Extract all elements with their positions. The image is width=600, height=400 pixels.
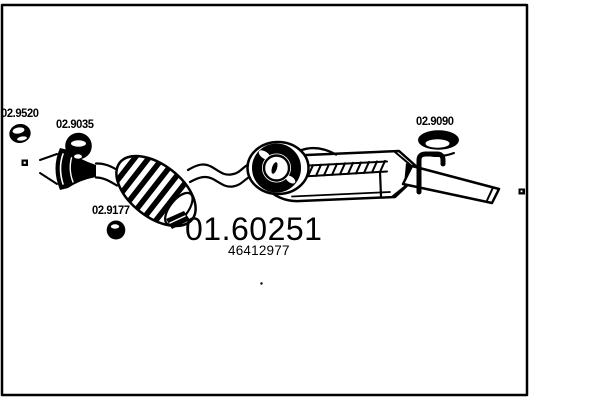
rear-mount-square-icon bbox=[518, 188, 525, 195]
label-oe-number: 46412977 bbox=[228, 243, 290, 258]
rubber-ring-rear-icon bbox=[418, 130, 459, 157]
loop-pipe-icon bbox=[246, 140, 310, 196]
rubber-ring-front-icon bbox=[65, 132, 92, 160]
front-gasket-square-icon bbox=[21, 159, 28, 166]
catalyst-outlet-stub-icon bbox=[166, 211, 190, 229]
tailpipe-icon bbox=[401, 164, 501, 205]
intermediate-pipe-icon bbox=[186, 161, 256, 188]
hanger-hook-icon bbox=[416, 151, 446, 195]
label-main-part-number: 01.60251 bbox=[185, 211, 323, 247]
label-front-clamp-part: 02.9520 bbox=[1, 108, 39, 120]
label-rear-ring-part: 02.9090 bbox=[416, 116, 454, 128]
diagram-frame bbox=[0, 3, 529, 397]
label-mid-mount-part: 02.9177 bbox=[92, 205, 130, 217]
rubber-ring-front-left-icon bbox=[9, 123, 31, 144]
rubber-mount-mid-icon bbox=[106, 220, 126, 240]
print-speck bbox=[260, 282, 263, 285]
label-front-ring-part: 02.9035 bbox=[56, 119, 94, 131]
front-flange-icon bbox=[39, 148, 96, 190]
